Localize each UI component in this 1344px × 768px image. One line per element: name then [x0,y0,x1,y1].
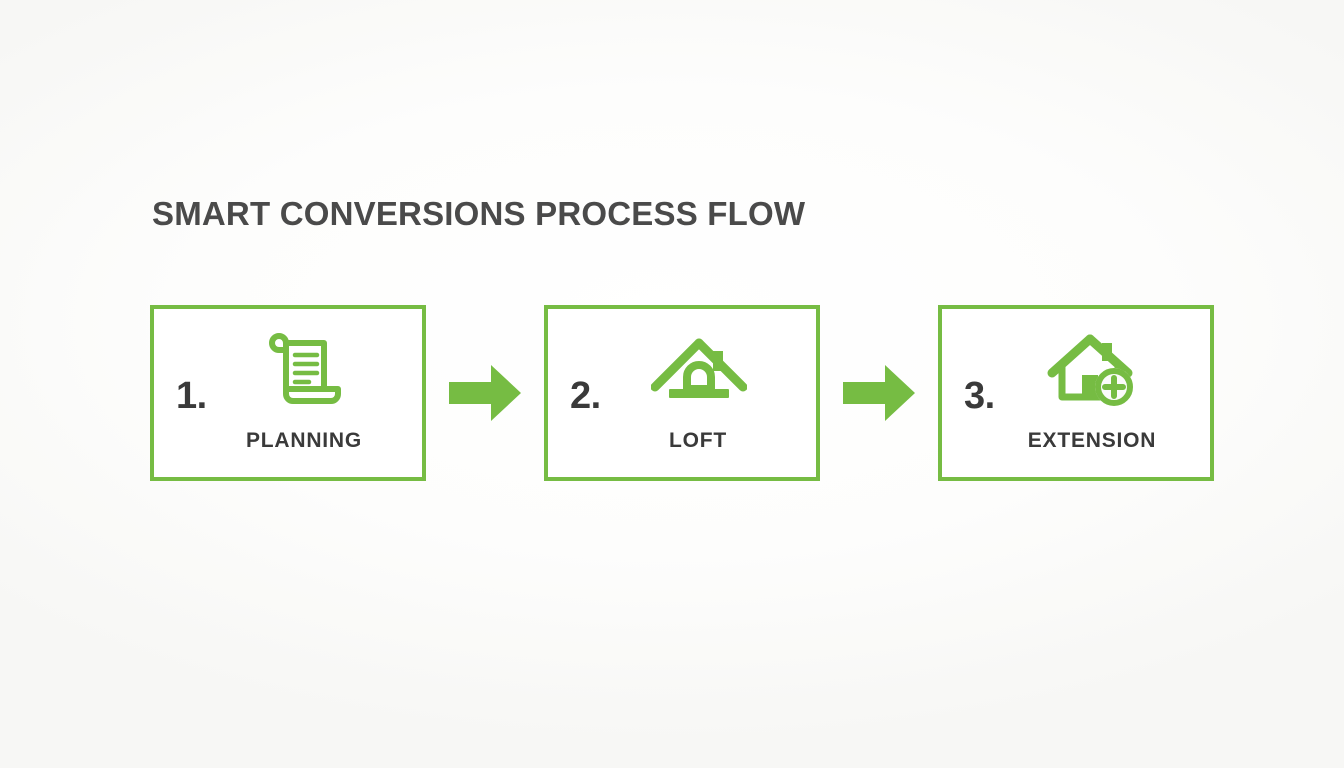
step-label-2: LOFT [668,429,728,452]
step-number-3: 3. [964,375,995,417]
process-step-card-1[interactable]: 1. PLANNING [150,305,426,481]
process-step-card-2[interactable]: 2. LOFT [544,305,820,481]
step-number-1: 1. [176,375,207,417]
process-step-card-3[interactable]: 3. EXTENSION [938,305,1214,481]
step-number-2: 2. [570,375,601,417]
roof-attic-icon [548,331,816,411]
arrow-right-icon-1 [426,365,544,421]
arrow-right-icon-2 [820,365,938,421]
step-label-1: PLANNING [245,429,363,452]
scroll-document-icon [154,331,422,411]
house-plus-icon [942,331,1210,411]
process-flow-row: 1. PLANNING [150,305,1214,481]
page-title: SMART CONVERSIONS PROCESS FLOW [152,195,806,232]
step-label-3: EXTENSION [1027,429,1157,452]
